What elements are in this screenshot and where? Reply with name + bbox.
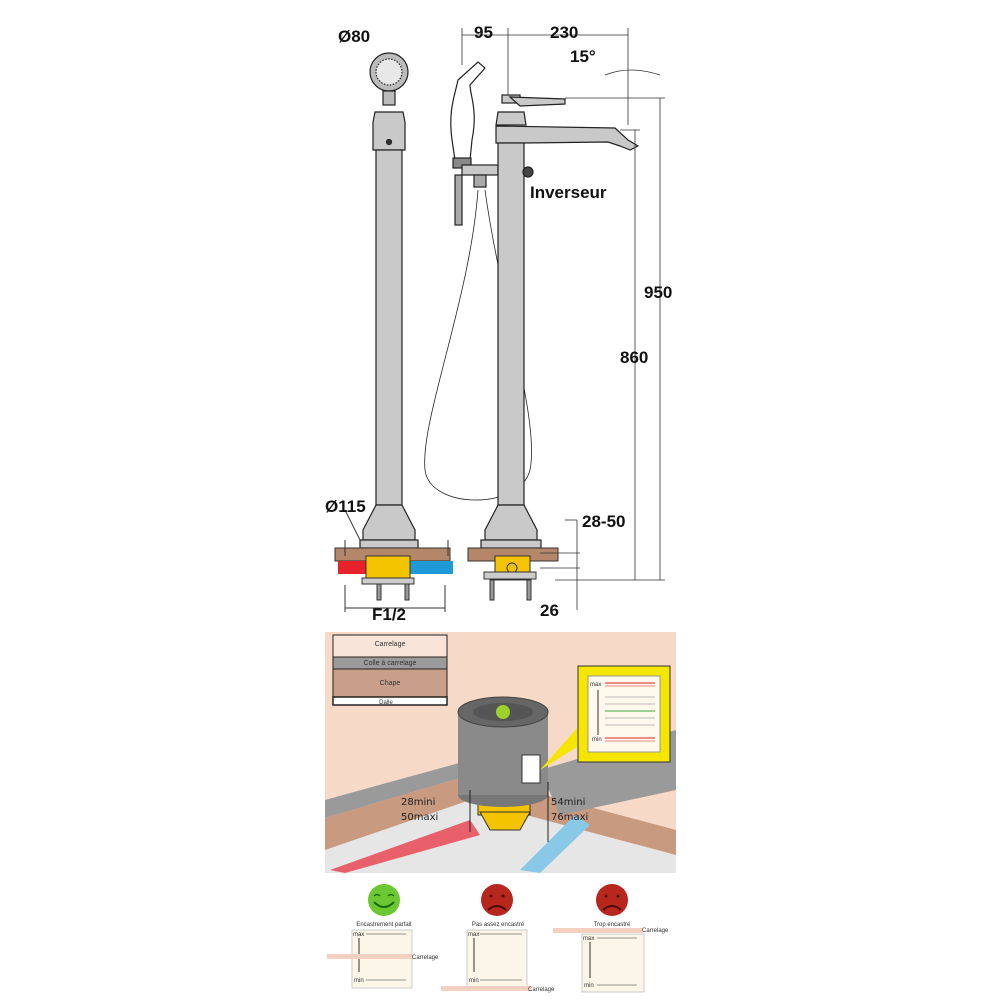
dimension-lines — [461, 28, 665, 610]
legend-screed: Chape — [380, 680, 401, 687]
hot-pipe — [338, 561, 368, 574]
case-min: min — [469, 978, 479, 984]
valve-depth-dim: 26 — [540, 601, 559, 620]
left-depth-min: 28mini — [401, 797, 435, 808]
spout-height-dim: 860 — [620, 348, 648, 367]
gauge-min: min — [592, 737, 602, 743]
base-diameter: Ø115 — [325, 497, 366, 516]
layer-legend: Carrelage Colle à carrelage Chape Dalle — [332, 634, 448, 706]
case-perfect: Encastrement parfait max min Carrelage — [327, 884, 439, 989]
cold-pipe — [410, 561, 453, 574]
valve-body — [365, 555, 411, 581]
connection-size: F1/2 — [372, 605, 406, 624]
case-max: max — [468, 932, 479, 938]
spout-reach-dim: 230 — [550, 23, 578, 42]
lever — [508, 96, 566, 107]
case-max: max — [583, 936, 594, 942]
handset-offset-dim: 95 — [474, 23, 493, 42]
side-view-faucet — [359, 52, 419, 549]
case-max: max — [353, 932, 364, 938]
diverter-knob — [522, 166, 534, 178]
case-title: Encastrement parfait — [356, 922, 412, 928]
front-view-floor — [467, 547, 559, 601]
column — [375, 149, 403, 506]
happy-face-icon — [368, 884, 400, 916]
sad-face-icon — [596, 884, 628, 916]
side-view-floor — [334, 509, 453, 612]
case-min: min — [354, 978, 364, 984]
legend-tile-adhesive: Colle à carrelage — [364, 660, 417, 667]
right-depth-max: 76maxi — [551, 812, 588, 823]
handset — [450, 61, 486, 161]
gauge-max: max — [590, 682, 601, 688]
case-min: min — [584, 983, 594, 989]
floor-range-dim: 28-50 — [582, 512, 625, 531]
case-not-deep-enough: Pas assez encastré max min Carrelage — [441, 884, 555, 993]
sad-face-icon — [481, 884, 513, 916]
spout-angle-dim: 15° — [570, 47, 596, 66]
case-tile-label: Carrelage — [642, 928, 669, 934]
legend-slab: Dalle — [379, 700, 393, 706]
column — [497, 142, 525, 506]
legend-tile: Carrelage — [375, 641, 406, 648]
shower-head-diameter: Ø80 — [338, 27, 370, 46]
left-depth-max: 50maxi — [401, 812, 438, 823]
case-too-deep: Trop encastré max min Carrelage — [553, 884, 669, 993]
diverter-label: Inverseur — [530, 183, 607, 202]
case-tile-label: Carrelage — [528, 987, 555, 993]
case-title: Pas assez encastré — [472, 922, 525, 928]
case-title: Trop encastré — [594, 922, 631, 928]
total-height-dim: 950 — [644, 283, 672, 302]
right-depth-min: 54mini — [551, 797, 585, 808]
case-tile-label: Carrelage — [412, 955, 439, 961]
front-view-faucet — [424, 61, 640, 549]
